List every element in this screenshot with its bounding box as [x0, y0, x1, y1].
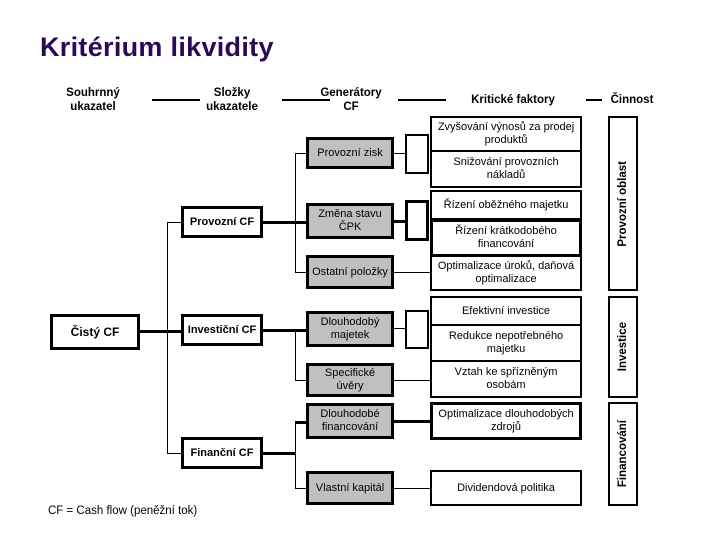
- node-activity-financovani[interactable]: Financování: [608, 402, 638, 506]
- node-label: Zvyšování výnosů za prodej produktů: [437, 121, 575, 146]
- connector-investicni-out: [263, 329, 296, 332]
- node-provozni-cf[interactable]: Provozní CF: [181, 206, 263, 238]
- connector-root-to-financni: [167, 453, 183, 454]
- node-label: Dlouhodobý majetek: [320, 316, 380, 341]
- node-zmena-stavu-cpk[interactable]: Změna stavu ČPK: [306, 203, 394, 239]
- connector-provozni-to-cpk: [295, 221, 307, 224]
- header-separator-dash-1: [152, 99, 200, 101]
- connector-investicni-to-dm: [295, 329, 307, 332]
- connector-dlouhfin-out: [394, 420, 431, 423]
- connector-bracket-dm: [405, 310, 429, 349]
- connector-provozni-to-zisk: [295, 153, 307, 154]
- node-investicni-cf[interactable]: Investiční CF: [181, 314, 263, 346]
- connector-dm-out: [394, 328, 406, 329]
- column-header-line2: ukazatele: [206, 101, 258, 113]
- node-factor-optimalizace-uroku[interactable]: Optimalizace úroků, daňová optimalizace: [430, 255, 582, 291]
- header-separator-dash-2: [282, 99, 330, 101]
- connector-bracket-zisk: [405, 134, 429, 174]
- connector-financni-spine: [295, 421, 296, 489]
- connector-vlastni-out: [394, 488, 431, 489]
- column-header-cinnost: Činnost: [600, 93, 664, 107]
- connector-cpk-out: [394, 220, 406, 223]
- node-dlouhodoby-majetek[interactable]: Dlouhodobý majetek: [306, 311, 394, 347]
- node-label: Dlouhodobé financování: [320, 408, 380, 433]
- connector-bracket-cpk: [405, 200, 429, 241]
- node-label: Specifické úvěry: [324, 367, 376, 392]
- node-label: Vztah ke spřízněným osobám: [454, 366, 558, 391]
- node-label: Provozní oblast: [617, 160, 629, 247]
- node-factor-rizeni-obezneho-majetku[interactable]: Řízení oběžného majetku: [430, 190, 582, 220]
- node-label: Investiční CF: [187, 323, 257, 336]
- connector-financni-to-dlouhfin: [295, 421, 307, 424]
- node-factor-snizovani-nakladu[interactable]: Snižování provozních nákladů: [430, 150, 582, 188]
- connector-financni-to-vlastni: [295, 488, 307, 489]
- node-label: Snižování provozních nákladů: [453, 156, 559, 181]
- node-label: Investice: [617, 322, 629, 372]
- column-header-line1: Souhrnný: [66, 87, 120, 99]
- node-factor-zvysovani-vynosu[interactable]: Zvyšování výnosů za prodej produktů: [430, 116, 582, 152]
- node-label: Změna stavu ČPK: [318, 208, 382, 233]
- node-factor-rizeni-kratkodobeho-financovani[interactable]: Řízení krátkodobého financování: [430, 219, 582, 257]
- node-cisty-cf[interactable]: Čistý CF: [50, 314, 140, 350]
- node-label: Ostatní položky: [312, 265, 388, 278]
- column-header-line1: Generátory: [320, 87, 382, 99]
- footnote-cf-definition: CF = Cash flow (peněžní tok): [48, 505, 198, 517]
- node-ostatni-polozky[interactable]: Ostatní položky: [306, 255, 394, 289]
- header-separator-dash-4: [586, 99, 602, 101]
- connector-ostatni-out: [394, 272, 431, 273]
- connector-provozni-spine: [295, 153, 296, 273]
- node-label: Řízení oběžného majetku: [443, 198, 569, 211]
- node-provozni-zisk[interactable]: Provozní zisk: [306, 137, 394, 169]
- column-header-line1: Činnost: [610, 94, 654, 106]
- node-label: Dividendová politika: [457, 481, 555, 494]
- node-label: Provozní zisk: [317, 146, 383, 159]
- column-header-souhrnny-ukazatel: Souhrnný ukazatel: [38, 86, 148, 114]
- connector-root-to-provozni: [167, 222, 183, 223]
- node-label: Finanční CF: [190, 446, 254, 459]
- node-label: Vlastní kapitál: [315, 481, 385, 494]
- connector-provozni-out: [263, 221, 296, 224]
- page-title: Kritérium likvidity: [40, 32, 274, 62]
- connector-root-spine: [167, 222, 168, 454]
- header-separator-dash-3: [398, 99, 446, 101]
- node-factor-redukce-majetku[interactable]: Redukce nepotřebného majetku: [430, 324, 582, 362]
- node-factor-efektivni-investice[interactable]: Efektivní investice: [430, 296, 582, 326]
- node-label: Provozní CF: [189, 215, 255, 228]
- column-header-generatory-cf: Generátory CF: [308, 86, 394, 114]
- node-label: Financování: [617, 420, 629, 488]
- node-activity-provozni-oblast[interactable]: Provozní oblast: [608, 116, 638, 291]
- connector-financni-out: [263, 452, 296, 455]
- node-factor-vztah-spriznenym[interactable]: Vztah ke spřízněným osobám: [430, 360, 582, 398]
- node-label: Řízení krátkodobého financování: [455, 225, 557, 250]
- node-label: Optimalizace úroků, daňová optimalizace: [437, 260, 575, 285]
- node-label: Efektivní investice: [461, 304, 551, 317]
- node-factor-dividendova-politika[interactable]: Dividendová politika: [430, 470, 582, 506]
- connector-zisk-out: [394, 153, 406, 154]
- node-label: Optimalizace dlouhodobých zdrojů: [438, 408, 574, 433]
- node-activity-investice[interactable]: Investice: [608, 296, 638, 398]
- node-financni-cf[interactable]: Finanční CF: [181, 437, 263, 469]
- column-header-kriticke-faktory: Kritické faktory: [448, 93, 578, 107]
- node-dlouhodobe-financovani[interactable]: Dlouhodobé financování: [306, 403, 394, 439]
- connector-root-trunk: [140, 330, 168, 333]
- connector-root-to-investicni: [167, 330, 183, 333]
- column-header-line1: Kritické faktory: [471, 94, 555, 106]
- column-header-line1: Složky: [213, 87, 251, 99]
- connector-investicni-to-uvery: [295, 380, 307, 381]
- node-factor-optimalizace-zdroju[interactable]: Optimalizace dlouhodobých zdrojů: [430, 402, 582, 440]
- node-label: Redukce nepotřebného majetku: [448, 330, 564, 355]
- column-header-slozky-ukazatele: Složky ukazatele: [182, 86, 282, 114]
- node-label: Čistý CF: [70, 324, 120, 339]
- column-header-line2: CF: [343, 101, 359, 113]
- connector-provozni-to-ostatni: [295, 272, 307, 273]
- node-specificke-uvery[interactable]: Specifické úvěry: [306, 363, 394, 397]
- connector-investicni-spine: [295, 329, 296, 381]
- column-header-line2: ukazatel: [70, 101, 116, 113]
- connector-uvery-out: [394, 380, 431, 381]
- node-vlastni-kapital[interactable]: Vlastní kapitál: [306, 471, 394, 505]
